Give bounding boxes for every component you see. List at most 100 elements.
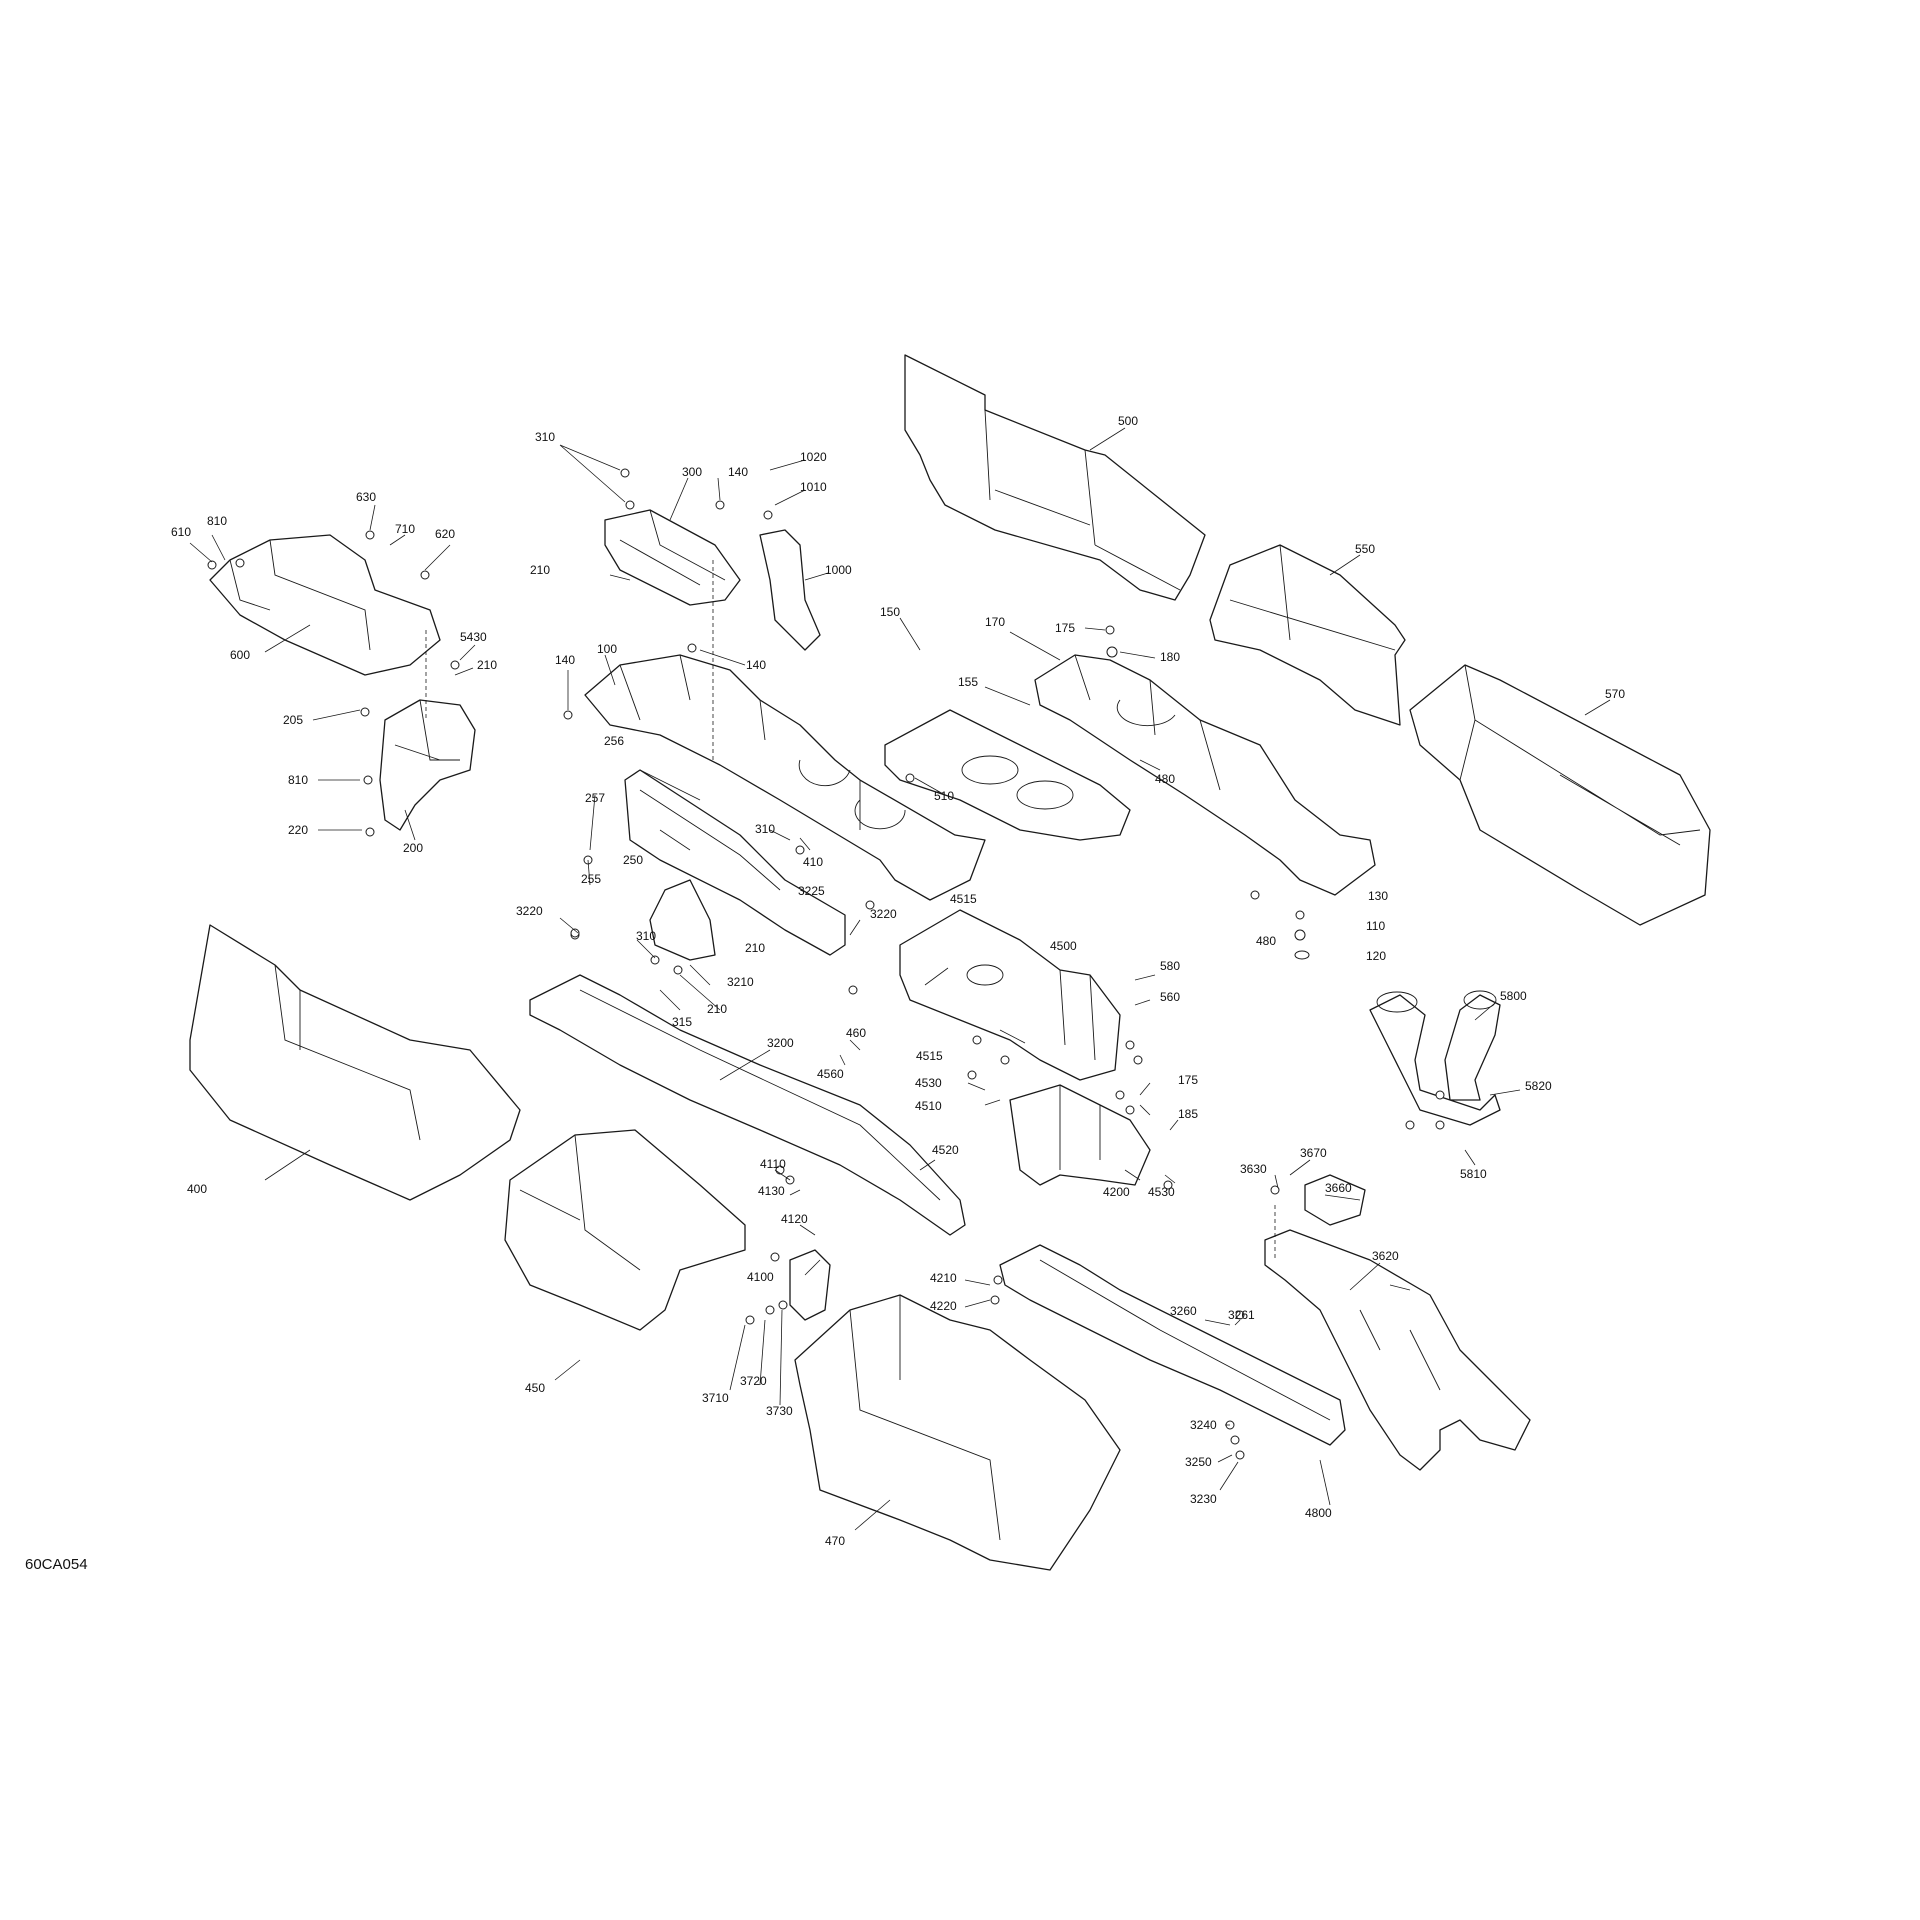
label-1000: 1000 <box>825 563 852 577</box>
part-200-bracket <box>379 699 476 831</box>
label-150: 150 <box>880 605 900 619</box>
label-810: 810 <box>288 773 308 787</box>
label-315: 315 <box>672 1015 692 1029</box>
part-100-console <box>584 654 986 901</box>
label-600: 600 <box>230 648 250 662</box>
part-1000-piece <box>759 529 821 651</box>
part-3210-plate <box>649 879 716 961</box>
label-4800: 4800 <box>1305 1506 1332 1520</box>
label-3720: 3720 <box>740 1374 767 1388</box>
label-110: 110 <box>1366 919 1385 933</box>
part-250-frame <box>624 769 846 956</box>
part-450-panel <box>504 1129 746 1331</box>
label-140: 140 <box>746 658 766 672</box>
label-3210: 3210 <box>727 975 754 989</box>
label-3230: 3230 <box>1190 1492 1217 1506</box>
label-5820: 5820 <box>1525 1079 1552 1093</box>
label-630: 630 <box>356 490 376 504</box>
label-310: 310 <box>755 822 775 836</box>
label-210: 210 <box>707 1002 727 1016</box>
label-620: 620 <box>435 527 455 541</box>
label-250: 250 <box>623 853 643 867</box>
label-3220: 3220 <box>516 904 543 918</box>
part-3200-rail <box>529 974 966 1236</box>
label-1020: 1020 <box>800 450 827 464</box>
part-4100-bracket <box>789 1249 831 1321</box>
part-170-console <box>1034 654 1376 896</box>
label-3660: 3660 <box>1325 1181 1352 1195</box>
label-410: 410 <box>803 855 823 869</box>
part-4800-rail <box>999 1244 1346 1446</box>
label-3250: 3250 <box>1185 1455 1212 1469</box>
part-150-cupholder <box>884 709 1131 841</box>
label-4560: 4560 <box>817 1067 844 1081</box>
label-175: 175 <box>1055 621 1075 635</box>
label-3620: 3620 <box>1372 1249 1399 1263</box>
label-200: 200 <box>403 841 423 855</box>
part-3620-frame <box>1264 1229 1531 1471</box>
label-4130: 4130 <box>758 1184 785 1198</box>
label-5800: 5800 <box>1500 989 1527 1003</box>
part-4200-bracket <box>1009 1084 1151 1186</box>
part-470-panel <box>794 1294 1121 1571</box>
label-3261: 3261 <box>1228 1308 1255 1322</box>
label-4120: 4120 <box>781 1212 808 1226</box>
label-470: 470 <box>825 1534 845 1548</box>
part-550-panel <box>1209 544 1406 726</box>
label-3260: 3260 <box>1170 1304 1197 1318</box>
drawing-id: 60CA054 <box>25 1556 88 1573</box>
part-570-tray <box>1409 664 1711 926</box>
label-560: 560 <box>1160 990 1180 1004</box>
label-4530: 4530 <box>915 1076 942 1090</box>
label-570: 570 <box>1605 687 1625 701</box>
label-257: 257 <box>585 791 605 805</box>
label-130: 130 <box>1368 889 1388 903</box>
label-205: 205 <box>283 713 303 727</box>
label-710: 710 <box>395 522 415 536</box>
part-4500-bracket <box>899 909 1121 1081</box>
fasteners <box>207 468 1445 1460</box>
label-255: 255 <box>581 872 601 886</box>
label-4200: 4200 <box>1103 1185 1130 1199</box>
label-140: 140 <box>728 465 748 479</box>
part-300-bracket <box>604 509 741 606</box>
part-400-panel <box>189 924 521 1201</box>
label-300: 300 <box>682 465 702 479</box>
label-4100: 4100 <box>747 1270 774 1284</box>
label-120: 120 <box>1366 949 1386 963</box>
part-3660-bracket <box>1304 1174 1366 1226</box>
label-4515: 4515 <box>950 892 977 906</box>
label-5430: 5430 <box>460 630 487 644</box>
label-3200: 3200 <box>767 1036 794 1050</box>
label-460: 460 <box>846 1026 866 1040</box>
part-labels: 500 550 570 310 300 140 1020 1010 1000 6… <box>25 414 1625 1573</box>
label-500: 500 <box>1118 414 1138 428</box>
label-4110: 4110 <box>760 1157 786 1171</box>
label-256: 256 <box>604 734 624 748</box>
label-155: 155 <box>958 675 978 689</box>
label-185: 185 <box>1178 1107 1198 1121</box>
label-220: 220 <box>288 823 308 837</box>
label-610: 610 <box>171 525 191 539</box>
label-140: 140 <box>555 653 575 667</box>
leader-lines <box>189 427 1611 1531</box>
label-4520: 4520 <box>932 1143 959 1157</box>
label-3225: 3225 <box>798 884 825 898</box>
label-550: 550 <box>1355 542 1375 556</box>
label-210: 210 <box>745 941 765 955</box>
label-4210: 4210 <box>930 1271 957 1285</box>
label-3630: 3630 <box>1240 1162 1267 1176</box>
label-1010: 1010 <box>800 480 827 494</box>
label-310: 310 <box>636 929 656 943</box>
label-210: 210 <box>530 563 550 577</box>
label-3220: 3220 <box>870 907 897 921</box>
label-3730: 3730 <box>766 1404 793 1418</box>
label-3240: 3240 <box>1190 1418 1217 1432</box>
label-480: 480 <box>1256 934 1276 948</box>
label-400: 400 <box>187 1182 207 1196</box>
label-4220: 4220 <box>930 1299 957 1313</box>
label-4500: 4500 <box>1050 939 1077 953</box>
label-450: 450 <box>525 1381 545 1395</box>
